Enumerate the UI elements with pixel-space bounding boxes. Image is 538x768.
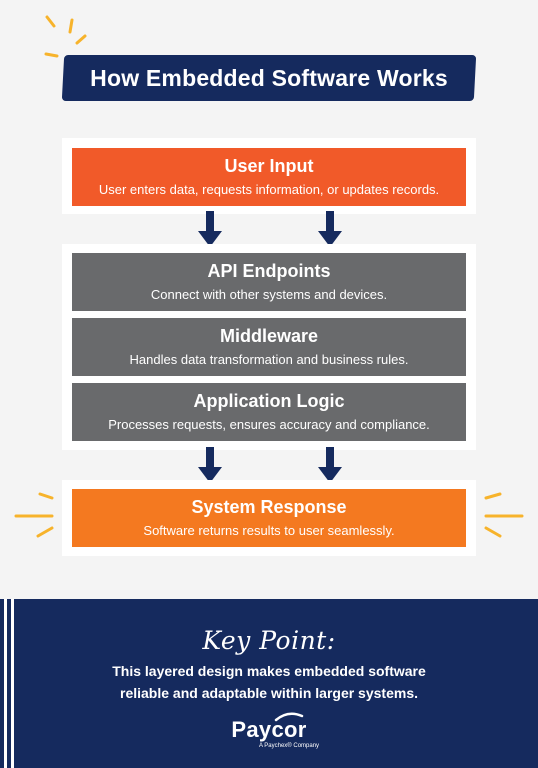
key-point-text: This layered design makes embedded softw… [112,663,426,701]
arrow-down-icon [198,447,222,483]
key-point-label: Key Point: [202,625,336,655]
middleware-heading: Middleware [219,326,319,346]
logo-tagline: A Paychex® Company [258,743,320,749]
arrow-down-icon [318,447,342,483]
system-response-heading: System Response [191,497,347,517]
user-input-box: User Input User enters data, requests in… [72,148,466,206]
middleware-box: Middleware Handles data transformation a… [72,318,466,376]
application-logic-box: Application Logic Processes requests, en… [72,383,466,441]
sparkle-icon-left [14,492,54,538]
footer-banner [0,599,538,768]
middleware-description: Handles data transformation and business… [129,352,409,367]
page-title: How Embedded Software Works [90,64,448,91]
system-response-description: Software returns results to user seamles… [143,523,395,538]
system-response-box: System Response Software returns results… [72,489,466,547]
logo-name: Paycor [231,717,307,742]
application-logic-heading: Application Logic [193,391,345,411]
footer-stripe [11,599,14,768]
api-endpoints-heading: API Endpoints [207,261,331,281]
application-logic-description: Processes requests, ensures accuracy and… [108,417,430,432]
arrow-down-icon [198,211,222,247]
user-input-heading: User Input [224,156,314,176]
sparkle-icon-right [484,492,524,538]
logo-swoosh-icon [274,712,304,722]
api-endpoints-box: API Endpoints Connect with other systems… [72,253,466,311]
user-input-description: User enters data, requests information, … [98,182,440,197]
api-endpoints-description: Connect with other systems and devices. [150,287,388,302]
arrow-down-icon [318,211,342,247]
paycor-logo: Paycor A Paychex® Company [200,712,338,752]
footer-stripe [4,599,7,768]
sparkle-icon-top-left [44,15,87,58]
